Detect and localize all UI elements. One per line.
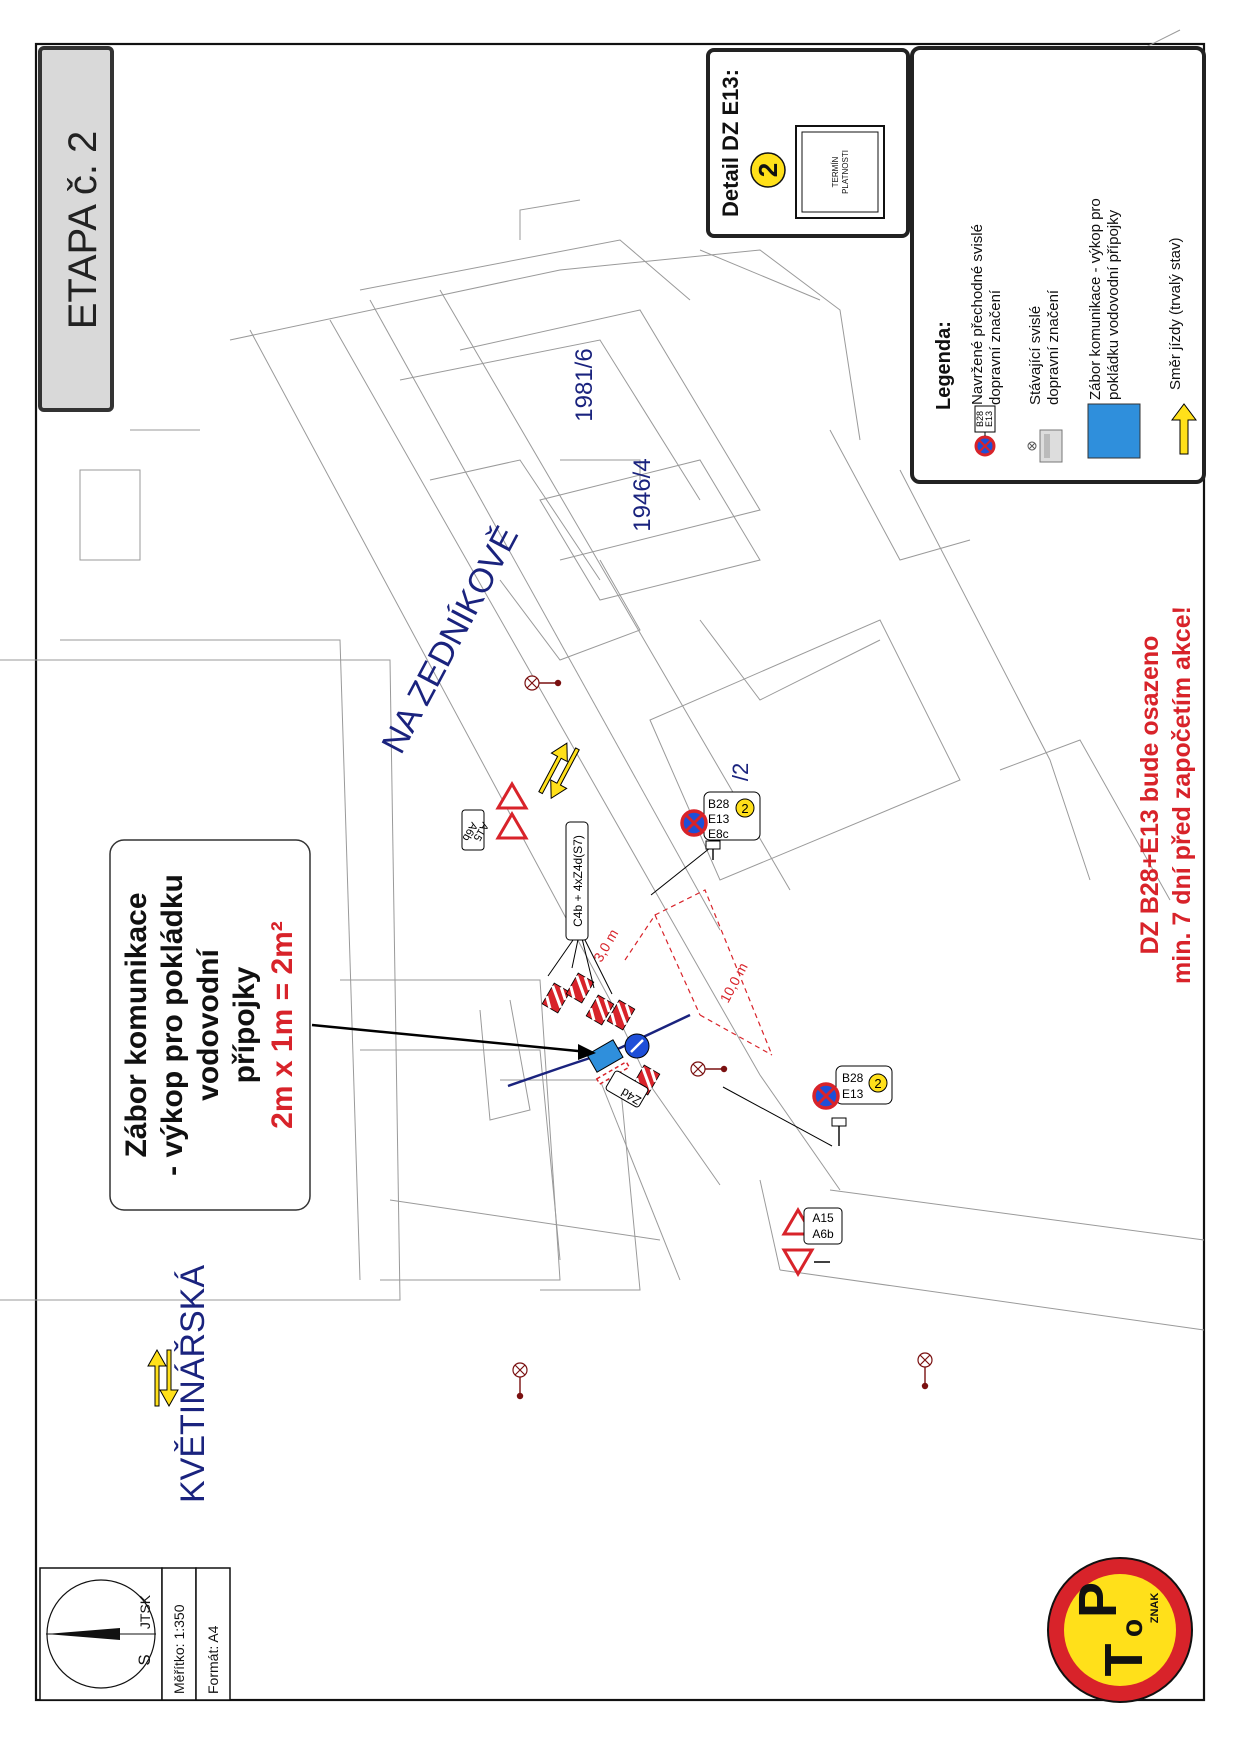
work-callout: Zábor komunikace - výkop pro pokládku vo… bbox=[109, 839, 596, 1211]
c4b-group-label: C4b + 4xZ4d(S7) bbox=[571, 835, 585, 927]
topznak-logo: T o P ZNAK bbox=[1047, 1557, 1193, 1703]
legend-item2-l1: Stávající svislé bbox=[1027, 306, 1044, 405]
svg-text:B28: B28 bbox=[708, 797, 730, 811]
street-kvetinarska: KVĚTINÁŘSKÁ bbox=[174, 1265, 212, 1503]
svg-text:B28: B28 bbox=[975, 411, 985, 427]
legend-title: Legenda: bbox=[933, 321, 955, 410]
sign-a15-a6b-upper: A15 A6b bbox=[460, 781, 529, 851]
svg-text:2: 2 bbox=[741, 801, 748, 816]
callout-area: 2m x 1m = 2m² bbox=[266, 921, 299, 1129]
svg-text:A6b: A6b bbox=[812, 1227, 834, 1241]
format-label: Formát: A4 bbox=[205, 1625, 221, 1694]
detail-number: 2 bbox=[753, 163, 783, 177]
existing-sign-4 bbox=[917, 1352, 933, 1390]
plate-line1: TERMÍN bbox=[831, 156, 840, 187]
dimensions bbox=[624, 889, 773, 1056]
logo-p: P bbox=[1068, 1582, 1128, 1618]
sign-b28-e13-e8c-upper: B28 E13 E8c 2 bbox=[650, 791, 761, 896]
callout-line2: - výkop pro pokládku bbox=[156, 874, 189, 1176]
north-label: S bbox=[135, 1654, 154, 1665]
existing-sign-3 bbox=[512, 1362, 528, 1400]
parcel-2: /2 bbox=[728, 763, 753, 781]
existing-sign-2 bbox=[690, 1061, 728, 1077]
svg-text:E13: E13 bbox=[984, 411, 994, 427]
legend: Legenda: B28 E13 Navržené přechodné svis… bbox=[910, 46, 1206, 484]
stage-title-box: ETAPA č. 2 bbox=[38, 46, 114, 412]
work-zone: C4b + 4xZ4d(S7) Z4d bbox=[540, 821, 662, 1108]
legend-item4: Směr jízdy (trvalý stav) bbox=[1167, 237, 1184, 390]
north-arrow-icon bbox=[46, 1628, 120, 1640]
legend-item1-l2: dopravní značení bbox=[987, 289, 1004, 405]
svg-text:E8c: E8c bbox=[708, 827, 729, 841]
legend-item3-l2: pokládku vodovodní přípojky bbox=[1105, 209, 1122, 400]
callout-line4: přípojky bbox=[228, 966, 261, 1083]
north-scale-block: S JTSK Měřítko: 1:350 Formát: A4 bbox=[39, 1567, 231, 1701]
svg-text:B28: B28 bbox=[842, 1071, 864, 1085]
crs-label: JTSK bbox=[137, 1594, 153, 1629]
detail-title: Detail DZ E13: bbox=[718, 69, 743, 217]
legend-item1-l1: Navržené přechodné svislé bbox=[969, 224, 986, 405]
existing-sign-1 bbox=[524, 675, 562, 691]
logo-o: o bbox=[1116, 1619, 1149, 1637]
svg-text:E13: E13 bbox=[842, 1087, 864, 1101]
stage-title: ETAPA č. 2 bbox=[61, 131, 105, 330]
legend-item3-l1: Zábor komunikace - výkop pro bbox=[1087, 198, 1104, 400]
notice-line2: min. 7 dní před započetím akce! bbox=[1168, 606, 1196, 984]
logo-t: T bbox=[1094, 1644, 1154, 1677]
sign-a15-a6b-lower: A15 A6b bbox=[781, 1207, 843, 1277]
dim-10m: 10,0 m bbox=[716, 960, 750, 1005]
logo-znak: ZNAK bbox=[1149, 1593, 1161, 1624]
callout-line1: Zábor komunikace bbox=[120, 892, 153, 1157]
parcel-1946-4: 1946/4 bbox=[629, 458, 656, 531]
svg-text:2: 2 bbox=[874, 1076, 881, 1091]
traffic-direction-arrows-zednikove bbox=[532, 738, 586, 804]
dim-3m: 3,0 m bbox=[590, 926, 621, 964]
parcel-1981-6: 1981/6 bbox=[571, 348, 598, 421]
notice-line1: DZ B28+E13 bude osazeno bbox=[1136, 636, 1164, 955]
scale-label: Měřítko: 1:350 bbox=[171, 1604, 187, 1694]
callout-line3: vodovodní bbox=[192, 948, 225, 1101]
svg-text:A15: A15 bbox=[812, 1211, 834, 1225]
sheet-frame bbox=[34, 42, 1206, 1702]
svg-text:E13: E13 bbox=[708, 812, 730, 826]
plate-line2: PLATNOSTI bbox=[841, 150, 850, 194]
street-na-zednikove: NA ZEDNÍKOVĚ bbox=[375, 520, 527, 760]
detail-e13-box: Detail DZ E13: 2 TERMÍN PLATNOSTI bbox=[706, 48, 910, 238]
legend-item2-l2: dopravní značení bbox=[1045, 289, 1062, 405]
sign-b28-e13-lower: B28 E13 2 bbox=[722, 1065, 893, 1147]
